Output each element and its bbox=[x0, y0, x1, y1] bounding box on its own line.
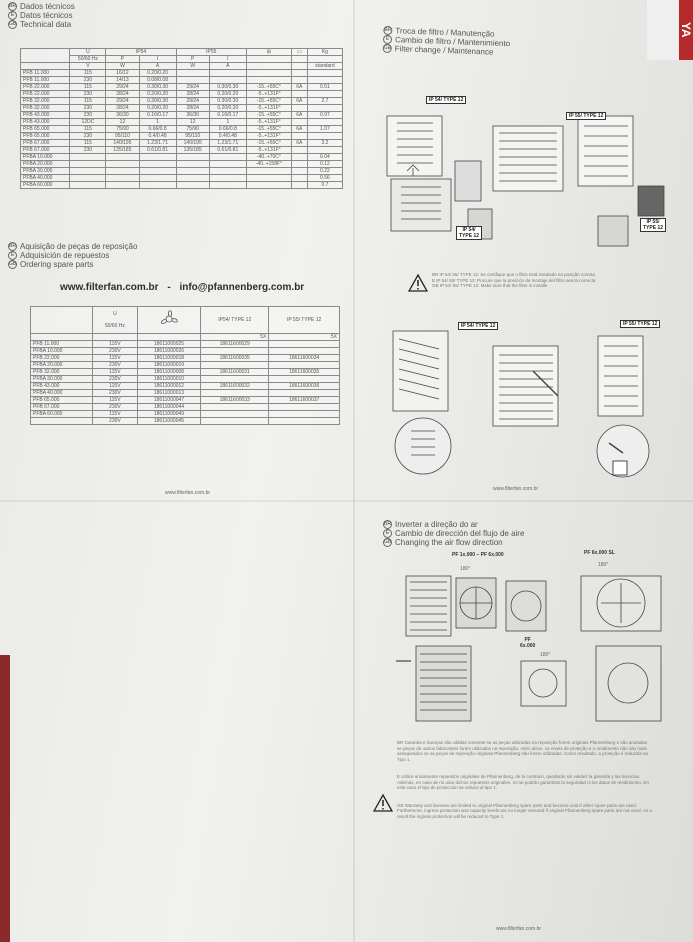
warning-icon-warranty bbox=[373, 794, 393, 812]
table-row: PFBA 10.000-40..+70C°0.04 bbox=[19, 153, 344, 161]
flag-gb-icon: GB bbox=[383, 538, 392, 547]
warning-icon bbox=[408, 274, 428, 292]
ip54-tag-top: IP 54/ TYPE 12 bbox=[426, 96, 467, 104]
flag-e-icon: E bbox=[382, 34, 393, 45]
ip55-tag-small: IP 55/ TYPE 12 bbox=[640, 218, 667, 232]
contact-line: www.filterfan.com.br - info@pfannenberg.… bbox=[60, 282, 305, 293]
fuse-icon: ▭ bbox=[290, 48, 308, 56]
filter-change-drawing bbox=[386, 115, 665, 247]
flag-gb-icon: GB bbox=[8, 260, 17, 269]
rotation-label-b: 180° bbox=[598, 562, 609, 568]
flag-gb-icon: GB bbox=[8, 20, 17, 29]
flag-e-icon: E bbox=[8, 251, 17, 260]
background-edge-left bbox=[0, 655, 10, 942]
ip55-tag-top: IP 55/ TYPE 12 bbox=[566, 112, 607, 120]
ip54-tag-mid: IP 54/ TYPE 12 bbox=[458, 322, 499, 330]
flag-gb-icon: GB bbox=[382, 43, 392, 54]
ip55-tag-mid: IP 55/ TYPE 12 bbox=[620, 320, 661, 328]
pf-label-right: PF 6x.000 SL bbox=[584, 550, 615, 556]
airflow-illustration bbox=[395, 565, 677, 732]
table-row: PFBA 20.000-40..+158F°0.12 bbox=[19, 160, 344, 168]
fan-icon bbox=[136, 306, 202, 334]
technical-data-table: U IP54 IP55 ⊞ ▭ Kg 50/60 Hz P I P I V W … bbox=[19, 48, 344, 189]
pf-label-mid: PF 6x.000 bbox=[520, 637, 536, 649]
pf-label-left: PF 1x.000 – PF 6x.000 bbox=[452, 552, 504, 558]
flag-br-icon: BR bbox=[383, 520, 392, 529]
footer-website-bottom: www.filterfan.com.br bbox=[496, 926, 542, 932]
rotation-label-a: 180° bbox=[460, 566, 471, 572]
flag-e-icon: E bbox=[383, 529, 392, 538]
flag-br-icon: BR bbox=[8, 242, 17, 251]
background-edge-right: YA bbox=[647, 0, 693, 60]
filter-change-illustration bbox=[372, 90, 674, 252]
rotation-label-c: 180° bbox=[540, 652, 551, 658]
edge-label: YA bbox=[679, 0, 693, 60]
footer-website: www.filterfan.com.br bbox=[165, 490, 211, 496]
warranty-notes: BR Garantia e licenças são válidas somen… bbox=[397, 740, 652, 819]
filter-position-notes: BR IP 54/ 55/ TYPE 12: Se certifique que… bbox=[432, 272, 596, 288]
footer-website-mid: www.filterfan.com.br bbox=[493, 486, 539, 492]
email-link[interactable]: info@pfannenberg.com.br bbox=[179, 282, 305, 293]
fold-line-horizontal bbox=[0, 500, 693, 502]
flag-br-icon: BR bbox=[8, 2, 17, 11]
filter-install-illustration bbox=[382, 310, 674, 482]
thermometer-icon: ⊞ bbox=[245, 48, 292, 56]
flag-e-icon: E bbox=[8, 11, 17, 20]
fold-line-vertical bbox=[353, 0, 355, 942]
website-link[interactable]: www.filterfan.com.br bbox=[60, 282, 159, 293]
flag-br-icon: BR bbox=[383, 25, 393, 36]
ip54-tag-small: IP 54/ TYPE 12 bbox=[456, 226, 483, 240]
